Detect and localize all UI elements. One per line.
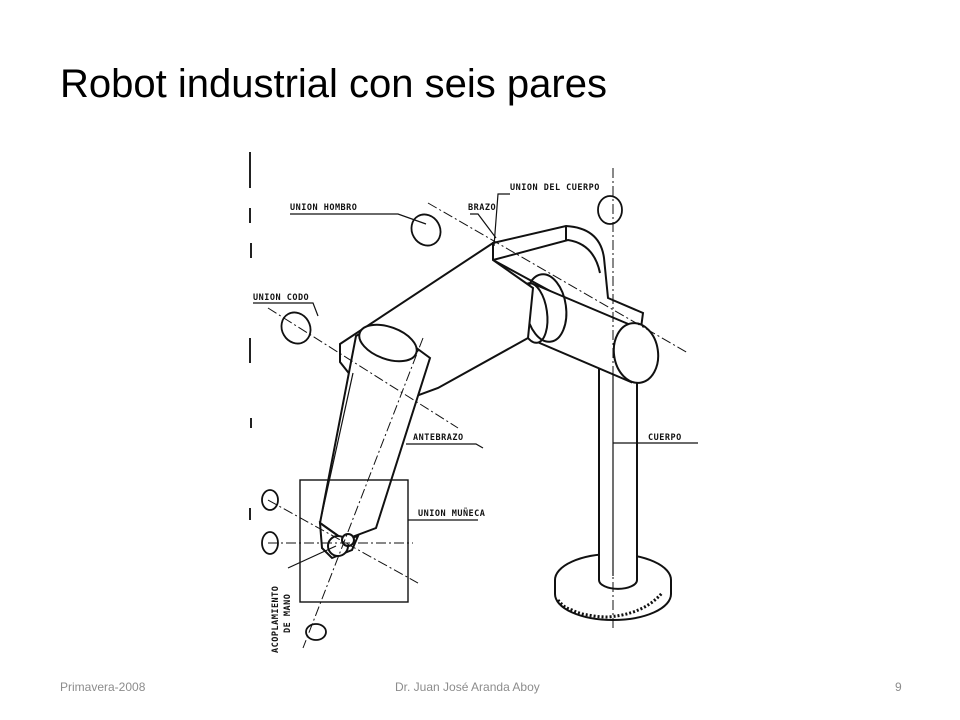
label-union-hombro: UNION HOMBRO <box>290 203 357 213</box>
footer-author: Dr. Juan José Aranda Aboy <box>395 680 540 694</box>
rotation-arrows <box>261 195 623 641</box>
leader-lines <box>253 193 698 569</box>
slide-title: Robot industrial con seis pares <box>60 62 607 106</box>
label-antebrazo: ANTEBRAZO <box>413 433 464 443</box>
column-body <box>598 358 638 590</box>
label-brazo: BRAZO <box>468 203 496 213</box>
footer-semester: Primavera-2008 <box>60 680 146 694</box>
label-union-cuerpo: UNION DEL CUERPO <box>510 183 600 193</box>
robot-diagram: UNION DEL CUERPO UNION HOMBRO BRAZO UNIO… <box>248 148 720 663</box>
label-union-codo: UNION CODO <box>253 293 309 303</box>
label-cuerpo: CUERPO <box>648 433 682 443</box>
page-number: 9 <box>895 680 902 694</box>
label-union-muneca: UNION MUÑECA <box>418 508 485 519</box>
scan-edge-marks <box>249 152 252 520</box>
forearm <box>318 323 432 542</box>
label-acoplamiento-2: DE MANO <box>283 594 293 633</box>
label-acoplamiento-1: ACOPLAMIENTO <box>271 586 281 653</box>
joint-axes <box>267 168 689 649</box>
